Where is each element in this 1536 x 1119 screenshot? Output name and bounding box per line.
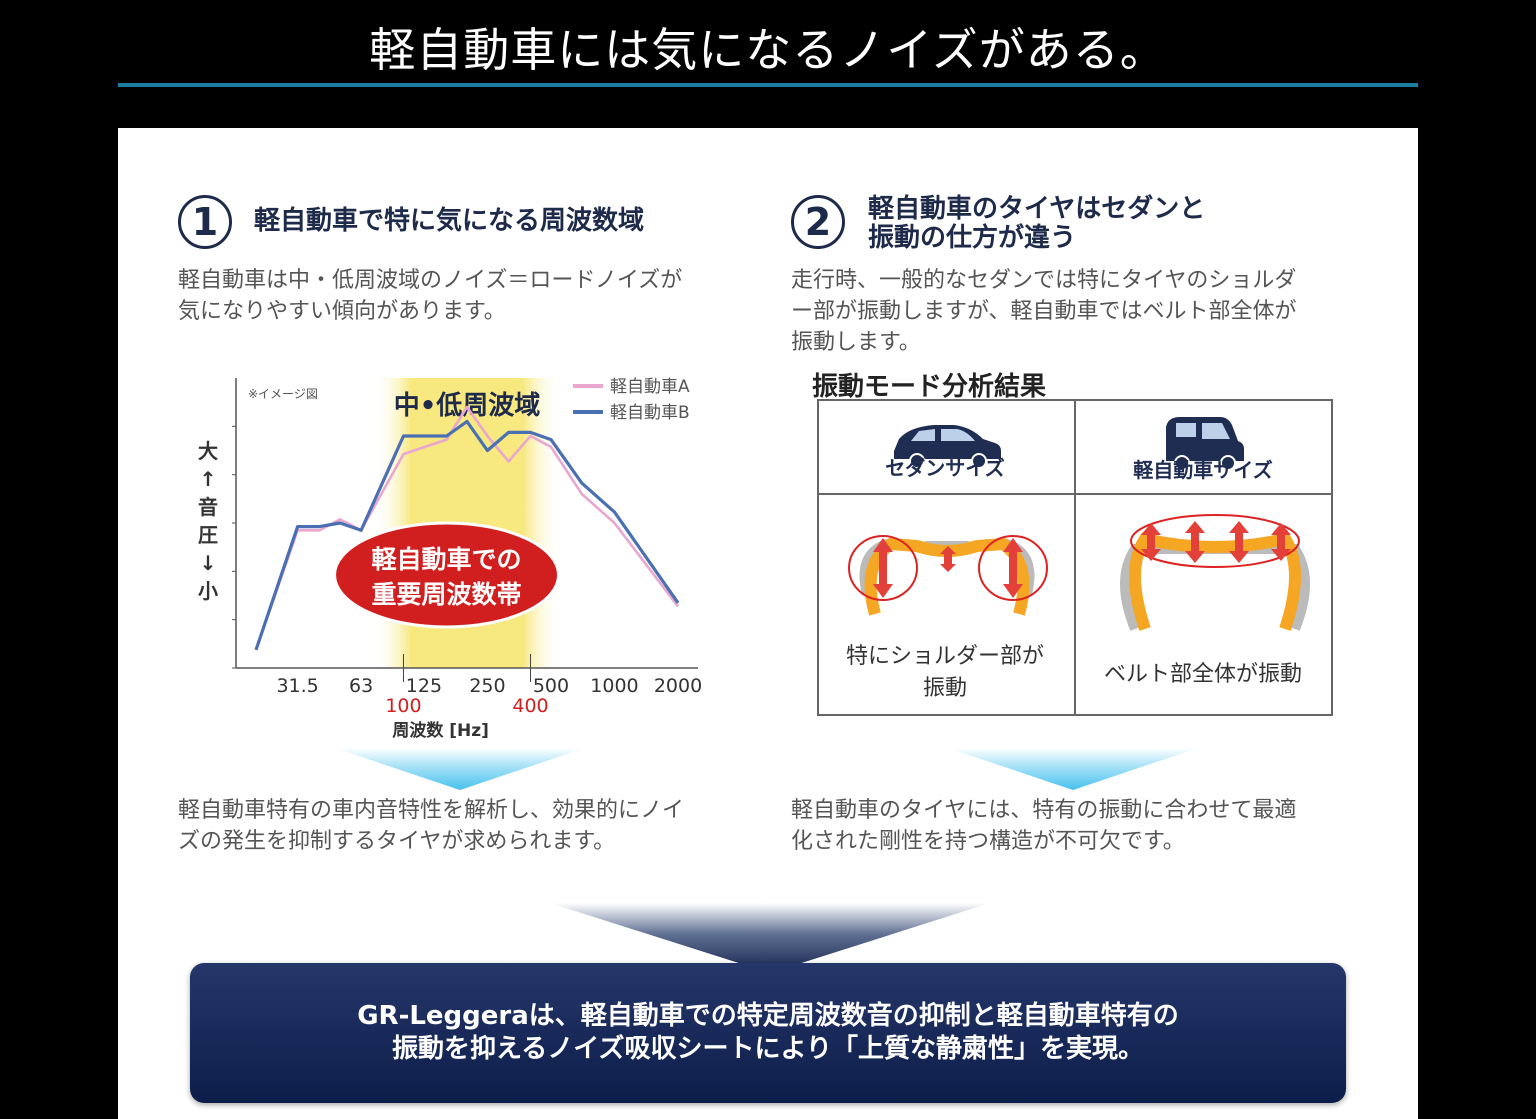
badge-line-1: 軽自動車での xyxy=(372,545,522,574)
band-tick-label: 400 xyxy=(512,695,548,717)
x-tick-label: 63 xyxy=(349,675,373,697)
sedan-car-icon xyxy=(894,425,1001,469)
section1-arrow xyxy=(335,748,585,790)
legend-label: 軽自動車A xyxy=(610,377,690,397)
sedan-caption-2: 振動 xyxy=(923,676,967,701)
badge-line-2: 重要周波数帯 xyxy=(372,580,522,609)
section1-title: 軽自動車で特に気になる周波数域 xyxy=(254,206,645,236)
x-tick-label: 1000 xyxy=(590,675,638,697)
y-label-char: ↓ xyxy=(200,551,217,575)
kei-caption: ベルト部全体が振動 xyxy=(1104,662,1302,687)
page-title: 軽自動車には気になるノイズがある。 xyxy=(369,23,1167,77)
result-line-2: 振動を抑えるノイズ吸収シートにより「上質な静粛性」を実現。 xyxy=(392,1034,1144,1064)
y-label-char: 音 xyxy=(198,495,218,519)
section2-conclusion: 軽自動車のタイヤには、特有の振動に合わせて最適 化された剛性を持つ構造が不可欠で… xyxy=(791,798,1297,854)
y-label-char: 大 xyxy=(198,439,218,463)
band-tick-label: 100 xyxy=(385,695,421,717)
vibration-analysis-title: 振動モード分析結果 xyxy=(812,372,1047,402)
header-divider xyxy=(118,83,1418,87)
section2-number: 2 xyxy=(791,195,845,249)
chart-note: ※イメージ図 xyxy=(248,387,318,401)
vibration-mode-table: セダンサイズ 軽自動車サイズ 特にショルダー部が 振動 xyxy=(817,399,1333,716)
x-tick-label: 125 xyxy=(406,675,442,697)
section1-body: 軽自動車は中・低周波域のノイズ＝ロードノイズが 気になりやすい傾向があります。 xyxy=(178,268,683,324)
content-panel: 1 軽自動車で特に気になる周波数域 軽自動車は中・低周波域のノイズ＝ロードノイズ… xyxy=(118,128,1418,1119)
result-line-1: GR-Leggeraは、軽自動車での特定周波数音の抑制と軽自動車特有の xyxy=(357,1001,1179,1031)
kei-label: 軽自動車サイズ xyxy=(1133,458,1272,482)
kei-car-icon xyxy=(1166,417,1244,471)
kei-tire-diagram xyxy=(1120,514,1310,631)
x-tick-label: 500 xyxy=(533,675,569,697)
section2-title: 軽自動車のタイヤはセダンと 振動の仕方が違う xyxy=(868,194,1206,253)
section2-arrow xyxy=(948,748,1198,790)
x-tick-label: 2000 xyxy=(654,675,702,697)
x-tick-label: 250 xyxy=(469,675,505,697)
section2-body: 走行時、一般的なセダンでは特にタイヤのショルダ ー部が振動しますが、軽自動車では… xyxy=(791,268,1297,355)
sedan-caption-1: 特にショルダー部が xyxy=(846,644,1044,669)
sedan-label: セダンサイズ xyxy=(885,456,1004,480)
y-label-char: 小 xyxy=(198,579,218,603)
y-label-char: 圧 xyxy=(198,523,218,547)
x-axis-label: 周波数 [Hz] xyxy=(392,720,489,741)
x-tick-label: 31.5 xyxy=(276,675,318,697)
series-line-2 xyxy=(254,419,680,651)
legend-label: 軽自動車B xyxy=(610,403,690,423)
result-box: GR-Leggeraは、軽自動車での特定周波数音の抑制と軽自動車特有の 振動を抑… xyxy=(190,963,1346,1103)
sedan-tire-diagram xyxy=(848,535,1048,616)
important-band-badge xyxy=(333,521,561,629)
y-label-char: ↑ xyxy=(200,467,217,491)
section1-number: 1 xyxy=(178,195,232,249)
section1-conclusion: 軽自動車特有の車内音特性を解析し、効果的にノイ ズの発生を抑制するタイヤが求めら… xyxy=(178,798,685,854)
